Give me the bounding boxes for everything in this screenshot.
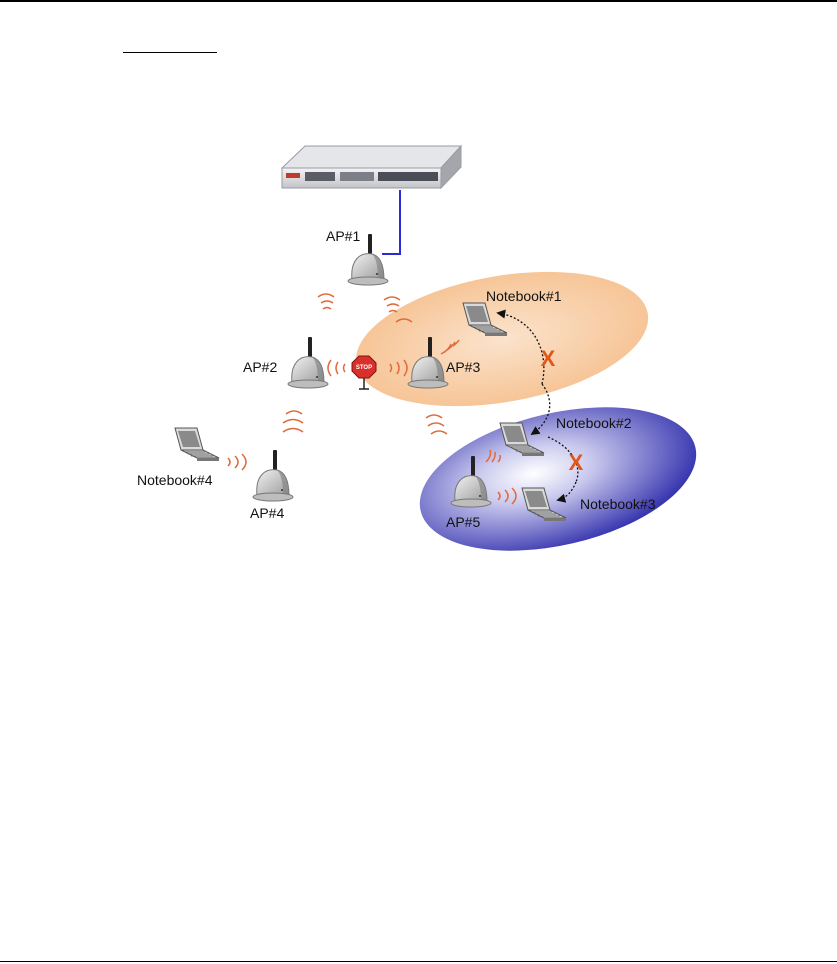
stop-sign-icon: STOP <box>351 355 377 390</box>
access-point-icon <box>287 336 329 389</box>
label-ap4: AP#4 <box>250 505 284 521</box>
x-mark-icon: X <box>541 346 556 371</box>
switch-device-icon <box>280 144 463 190</box>
header-underline <box>123 52 217 53</box>
stop-label: STOP <box>356 365 372 371</box>
label-ap2: AP#2 <box>243 359 277 375</box>
label-ap3: AP#3 <box>446 359 480 375</box>
label-notebook2: Notebook#2 <box>556 415 632 431</box>
x-mark-icon: X <box>569 450 584 475</box>
label-notebook3: Notebook#3 <box>580 496 656 512</box>
cable-line <box>382 190 401 255</box>
label-notebook1: Notebook#1 <box>486 288 562 304</box>
label-ap1: AP#1 <box>326 228 360 244</box>
arrow-icon <box>496 309 579 503</box>
coverage-zone-orange <box>355 271 649 407</box>
access-point-icon <box>252 449 294 502</box>
bottom-rule <box>0 961 837 962</box>
coverage-zone-blue <box>419 407 697 551</box>
notebook-icon <box>174 427 220 462</box>
label-ap5: AP#5 <box>446 514 480 530</box>
top-rule <box>0 0 837 2</box>
signal-wave-icon <box>227 293 517 505</box>
label-notebook4: Notebook#4 <box>137 472 213 488</box>
